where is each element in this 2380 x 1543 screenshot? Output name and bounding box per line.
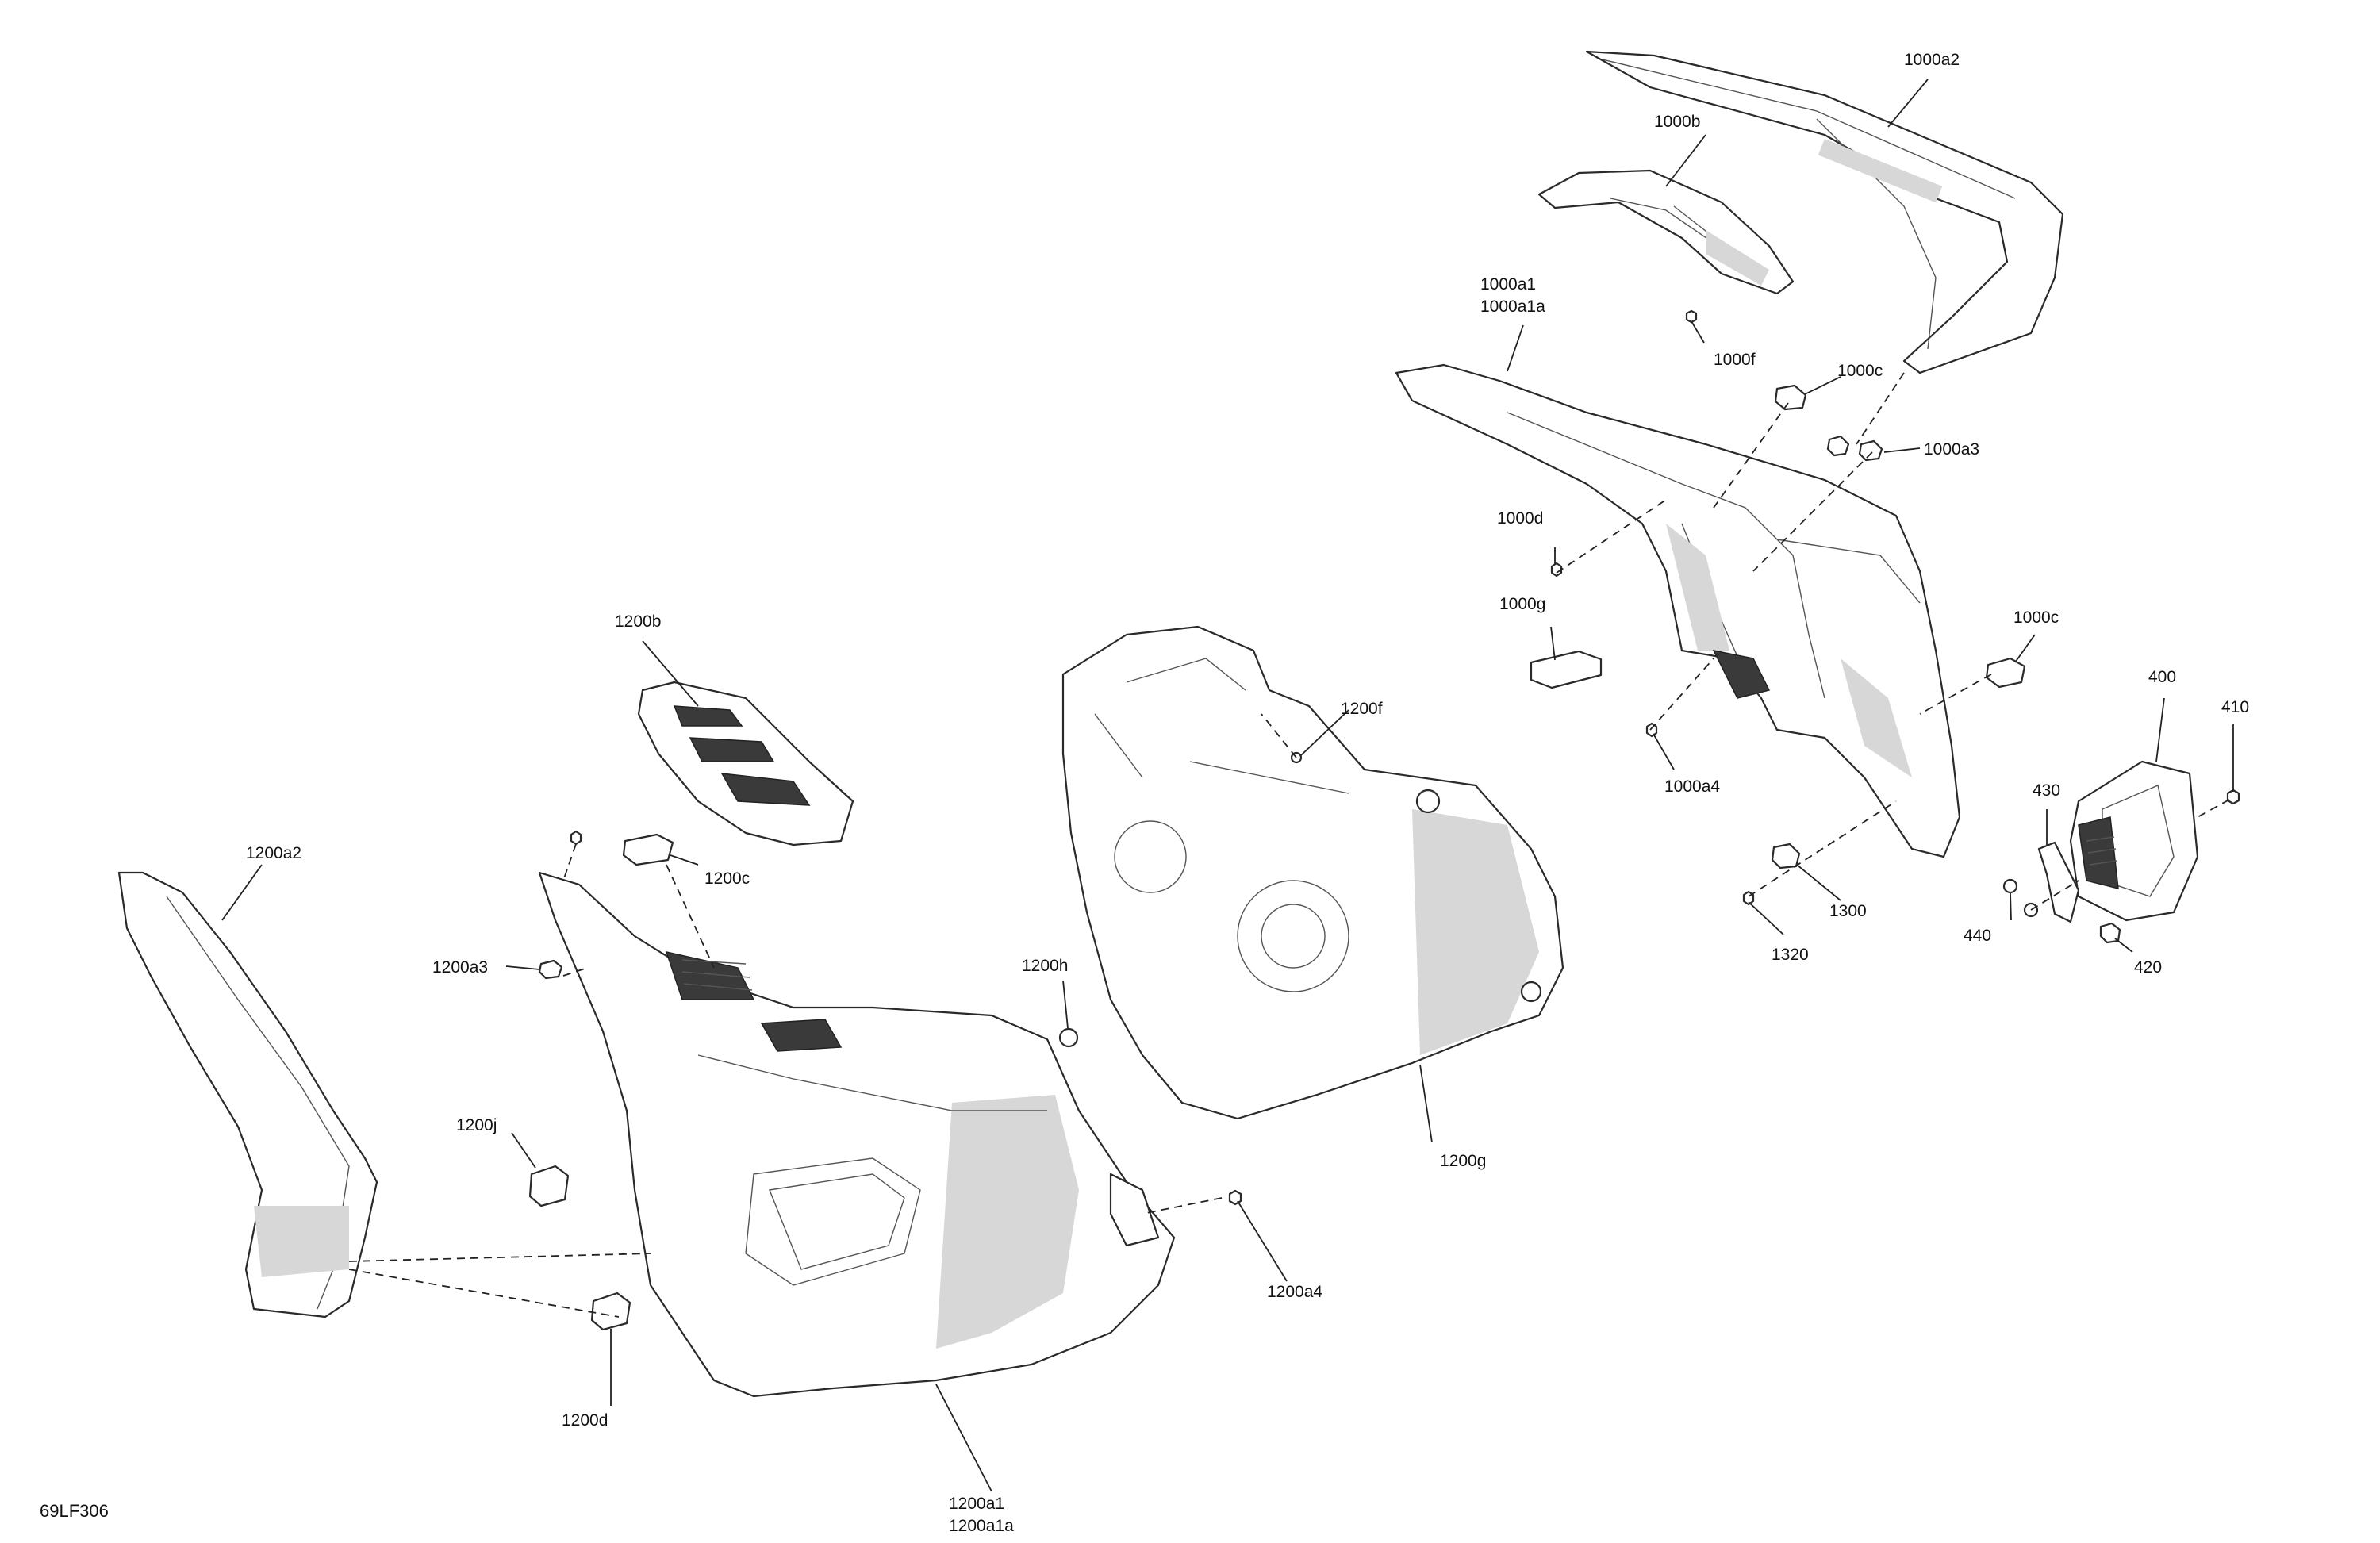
screw-1200-top — [570, 830, 582, 846]
callout-labels: 1000a2 1000b 1000a1 1000a1a 1000f 1000c … — [246, 51, 2249, 1535]
clip-1200c — [622, 833, 674, 866]
label-400: 400 — [2148, 668, 2176, 686]
screw-410 — [2226, 789, 2240, 805]
label-1000f: 1000f — [1714, 351, 1756, 369]
fastener-1000f — [1685, 309, 1698, 324]
part-400 — [2069, 760, 2199, 922]
part-1200a1 — [538, 871, 1176, 1398]
label-1000d: 1000d — [1497, 509, 1543, 528]
label-1200h: 1200h — [1022, 957, 1068, 975]
label-420: 420 — [2134, 958, 2162, 977]
plate-430 — [2037, 841, 2080, 923]
label-1000a3: 1000a3 — [1924, 440, 1979, 459]
grommet-1300 — [1771, 843, 1801, 869]
label-1200a1a: 1200a1a — [949, 1517, 1014, 1535]
clip-1200a3 — [538, 959, 563, 980]
diagram-reference-code: 69LF306 — [40, 1501, 109, 1521]
label-1000a1: 1000a1 — [1480, 275, 1536, 294]
part-1000b — [1537, 169, 1795, 295]
part-1000a2 — [1585, 50, 2064, 374]
label-430: 430 — [2033, 781, 2060, 800]
label-1300: 1300 — [1829, 902, 1867, 920]
label-1200a3: 1200a3 — [432, 958, 488, 977]
clip-1000c-top — [1774, 384, 1807, 411]
screw-1000a4 — [1645, 722, 1658, 738]
label-1200f: 1200f — [1341, 700, 1383, 718]
washer-440-a — [2002, 878, 2018, 894]
clip-1000a3-b — [1858, 439, 1883, 462]
label-1200a1: 1200a1 — [949, 1495, 1004, 1513]
part-1200b — [637, 681, 854, 846]
label-1200b: 1200b — [615, 612, 661, 631]
clip-1200d — [590, 1292, 631, 1331]
label-1000g: 1000g — [1499, 595, 1545, 613]
screw-1000d — [1550, 562, 1563, 578]
label-1200c: 1200c — [704, 869, 750, 888]
assembly-lines — [348, 372, 2230, 1318]
label-1000b: 1000b — [1654, 113, 1700, 131]
part-1000a1 — [1395, 363, 1961, 858]
label-1200g: 1200g — [1440, 1152, 1486, 1170]
label-440: 440 — [1964, 927, 1991, 945]
label-1320: 1320 — [1772, 946, 1809, 964]
leader-lines — [221, 79, 2234, 1492]
label-1200j: 1200j — [456, 1116, 497, 1134]
nut-1200h — [1058, 1027, 1079, 1048]
label-1200a4: 1200a4 — [1267, 1283, 1322, 1301]
label-1000c-top: 1000c — [1837, 362, 1883, 380]
clip-1200j — [528, 1165, 570, 1207]
label-1000a4: 1000a4 — [1664, 777, 1720, 796]
part-1200g — [1061, 625, 1564, 1120]
label-1000a1a: 1000a1a — [1480, 297, 1545, 316]
label-1200d: 1200d — [562, 1411, 608, 1430]
label-1000a2: 1000a2 — [1904, 51, 1960, 69]
label-1000c-right: 1000c — [2013, 608, 2059, 627]
label-1200a2: 1200a2 — [246, 844, 301, 862]
bracket-1000g — [1530, 650, 1603, 689]
clip-1000c-right — [1985, 657, 2026, 689]
clip-1000a3-a — [1826, 435, 1850, 457]
part-1200a2 — [117, 871, 378, 1318]
label-410: 410 — [2221, 698, 2249, 716]
